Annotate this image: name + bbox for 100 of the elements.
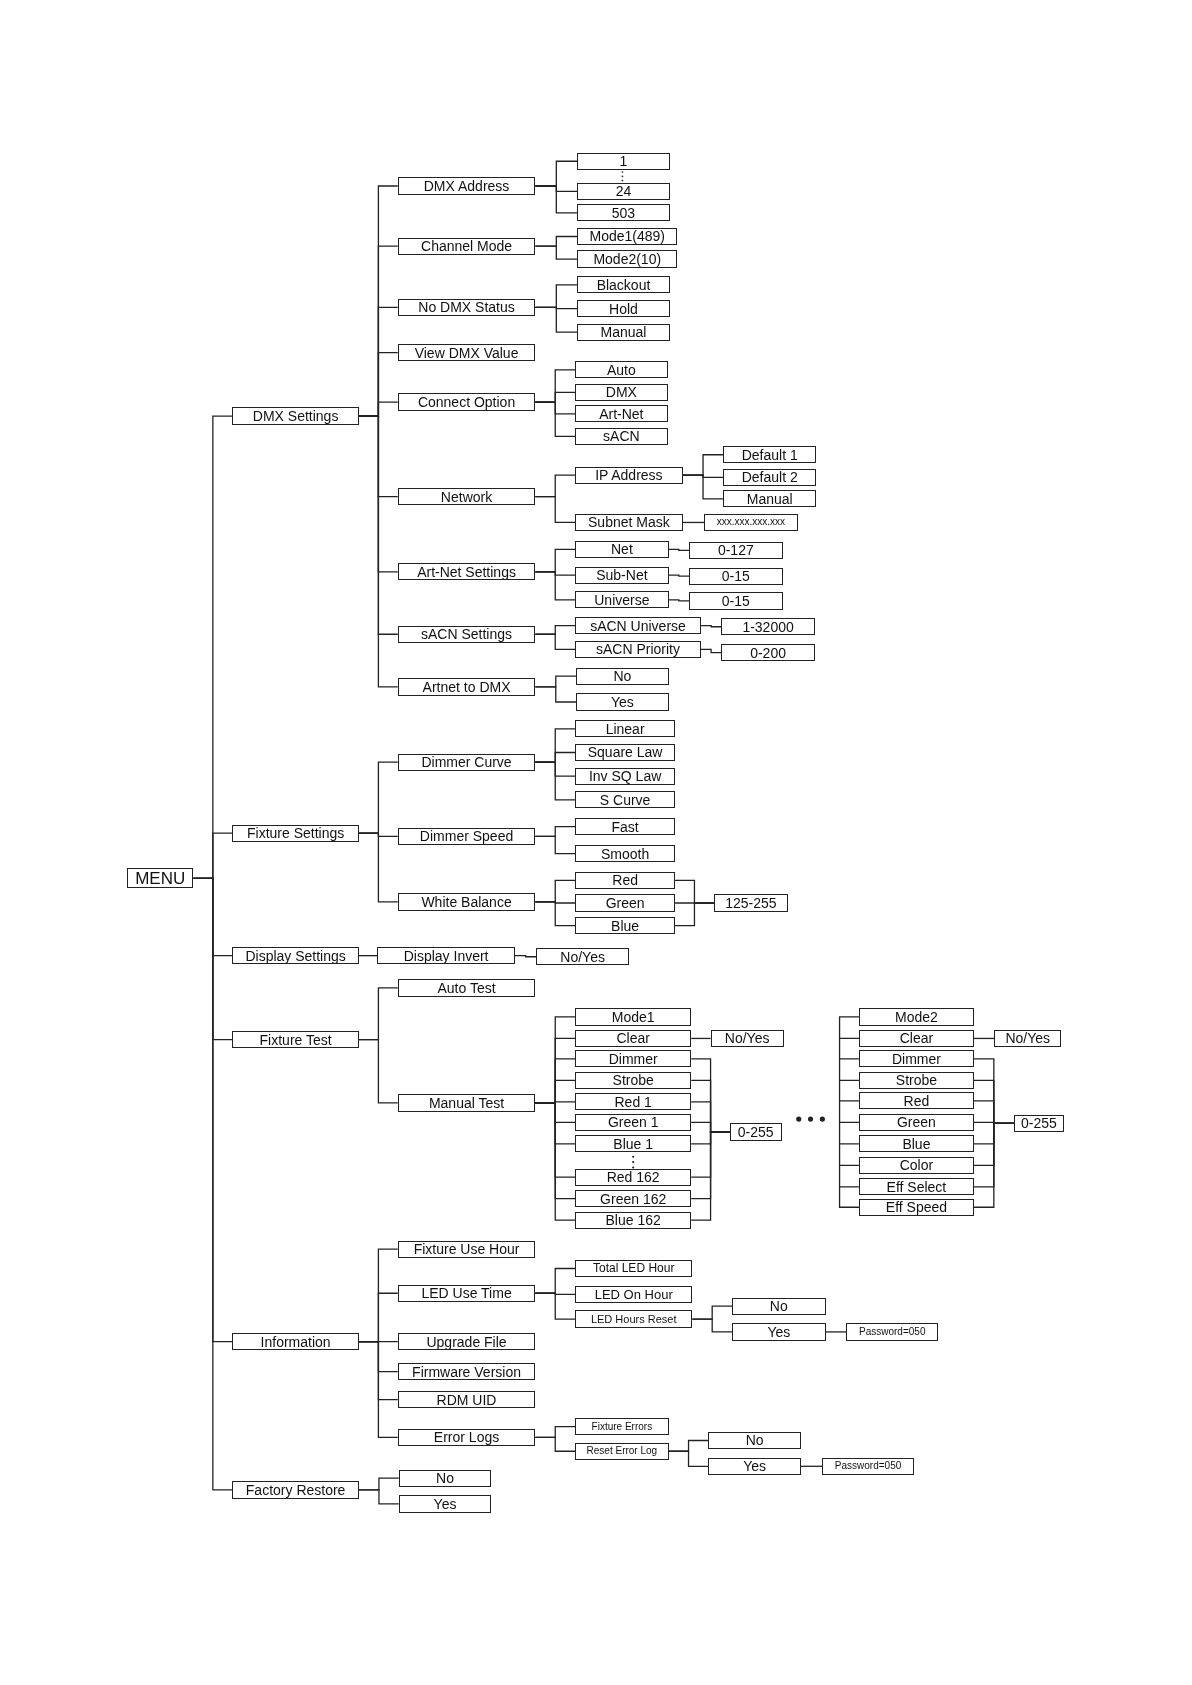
connector-line — [534, 901, 576, 927]
menu-item-box: Blue 162 — [575, 1211, 692, 1229]
connector-line — [192, 877, 233, 1491]
connector-line — [534, 761, 576, 801]
menu-item-box: Fixture Test — [232, 1030, 360, 1049]
connector-line — [534, 571, 576, 601]
menu-item-box: Yes — [398, 1495, 492, 1513]
menu-item-box: sACN Priority — [575, 640, 701, 658]
menu-item-box: Dimmer — [575, 1050, 692, 1068]
menu-item-box: Blue — [575, 916, 676, 935]
connector-line — [358, 832, 399, 903]
menu-item-box: sACN Settings — [397, 625, 536, 643]
connector-line — [534, 835, 576, 855]
menu-item-box: Art-Net — [575, 405, 668, 423]
connector-line — [824, 1331, 847, 1333]
menu-item-box: 24 — [577, 182, 670, 200]
connector-line — [700, 648, 722, 654]
menu-item-box: Strobe — [575, 1071, 692, 1089]
menu-item-box: sACN Universe — [575, 617, 701, 635]
connector-line — [534, 306, 578, 333]
connector-line — [800, 1465, 824, 1467]
menu-item-box: Fast — [575, 818, 676, 836]
connector-line — [690, 1037, 712, 1040]
menu-item-box: Manual Test — [397, 1094, 536, 1112]
menu-item-box: Error Logs — [397, 1428, 536, 1446]
connector-line — [668, 1450, 710, 1467]
connector-line — [973, 1122, 1015, 1208]
menu-item-box: Green — [575, 894, 676, 912]
menu-item-box: Information — [232, 1333, 360, 1351]
connector-line — [973, 1037, 996, 1040]
menu-item-box: Mode1 — [575, 1008, 692, 1026]
menu-item-box: RDM UID — [397, 1391, 536, 1409]
menu-item-box: LED On Hour — [575, 1285, 693, 1303]
menu-item-box: DMX — [575, 383, 668, 401]
menu-item-box: Green 1 — [575, 1113, 692, 1131]
menu-item-box: 0-127 — [689, 541, 783, 559]
menu-item-box: Hold — [577, 299, 670, 318]
menu-item-box: Eff Select — [858, 1178, 974, 1196]
connector-line — [534, 401, 576, 438]
connector-line — [534, 496, 576, 524]
menu-item-box: Smooth — [575, 844, 676, 863]
menu-item-box: Fixture Errors — [575, 1417, 669, 1436]
menu-item-box: Red 162 — [575, 1168, 692, 1186]
menu-item-box: Network — [397, 488, 536, 506]
connector-line — [691, 1318, 733, 1333]
connector-line — [534, 1436, 576, 1452]
menu-item-box: Mode1(489) — [577, 227, 678, 246]
menu-item-box: Artnet to DMX — [397, 678, 536, 696]
menu-item-box: Manual — [723, 490, 816, 508]
connector-line — [668, 599, 690, 602]
menu-item-box: Reset Error Log — [575, 1442, 669, 1460]
menu-item-box: No — [398, 1469, 492, 1487]
menu-item-box: Blackout — [577, 276, 670, 294]
menu-item-box: Sub-Net — [575, 566, 669, 584]
menu-item-box: Strobe — [858, 1071, 974, 1089]
menu-item-box: 125-255 — [713, 894, 788, 912]
menu-item-box: DMX Settings — [232, 407, 360, 425]
connector-line — [534, 245, 578, 260]
connector-line — [690, 1131, 731, 1221]
connector-line — [358, 1340, 399, 1438]
menu-item-box: Blue — [858, 1135, 974, 1153]
connector-line — [514, 955, 538, 958]
menu-item-box: Upgrade File — [397, 1333, 536, 1351]
menu-item-box: Subnet Mask — [575, 513, 683, 532]
menu-item-box: Password=050 — [846, 1323, 939, 1341]
menu-item-box: 0-15 — [689, 592, 783, 610]
menu-item-box: Clear — [575, 1029, 692, 1048]
menu-item-box: Square Law — [575, 743, 676, 762]
menu-item-box: Connect Option — [397, 393, 536, 411]
connector-line — [700, 625, 722, 628]
connector-line — [682, 521, 705, 524]
connector-line — [358, 415, 399, 688]
menu-item-box: No — [732, 1297, 826, 1315]
menu-item-box: Inv SQ Law — [575, 767, 676, 785]
menu-item-box: Dimmer Speed — [397, 827, 536, 845]
menu-item-box: 1-32000 — [721, 618, 815, 636]
menu-item-box: Default 1 — [723, 446, 816, 464]
menu-item-box: Dimmer — [858, 1050, 974, 1068]
menu-item-box: Default 2 — [723, 468, 816, 486]
menu-item-box: Dimmer Curve — [397, 753, 536, 771]
menu-item-box: Manual — [577, 323, 670, 341]
menu-item-box: Yes — [708, 1457, 801, 1475]
menu-item-box: Yes — [576, 693, 669, 711]
menu-item-box: Factory Restore — [232, 1481, 360, 1499]
menu-item-box: LED Use Time — [397, 1284, 536, 1302]
menu-item-box: Yes — [732, 1323, 826, 1341]
menu-item-box: Art-Net Settings — [397, 563, 536, 581]
connector-line — [358, 955, 378, 957]
menu-item-box: 0-15 — [689, 567, 783, 585]
menu-item-box: Clear — [858, 1029, 974, 1048]
menu-item-box: Password=050 — [822, 1457, 914, 1475]
menu-item-box: Red — [575, 871, 676, 889]
menu-item-box: Red — [858, 1092, 974, 1110]
menu-item-box: Net — [575, 540, 669, 558]
menu-item-box: IP Address — [575, 466, 683, 484]
menu-item-box: 0-255 — [729, 1123, 782, 1141]
menu-item-box: Green — [858, 1113, 974, 1131]
menu-item-box: 0-200 — [721, 643, 815, 662]
menu-item-box: No — [576, 667, 669, 685]
menu-item-box: Fixture Use Hour — [397, 1240, 536, 1258]
